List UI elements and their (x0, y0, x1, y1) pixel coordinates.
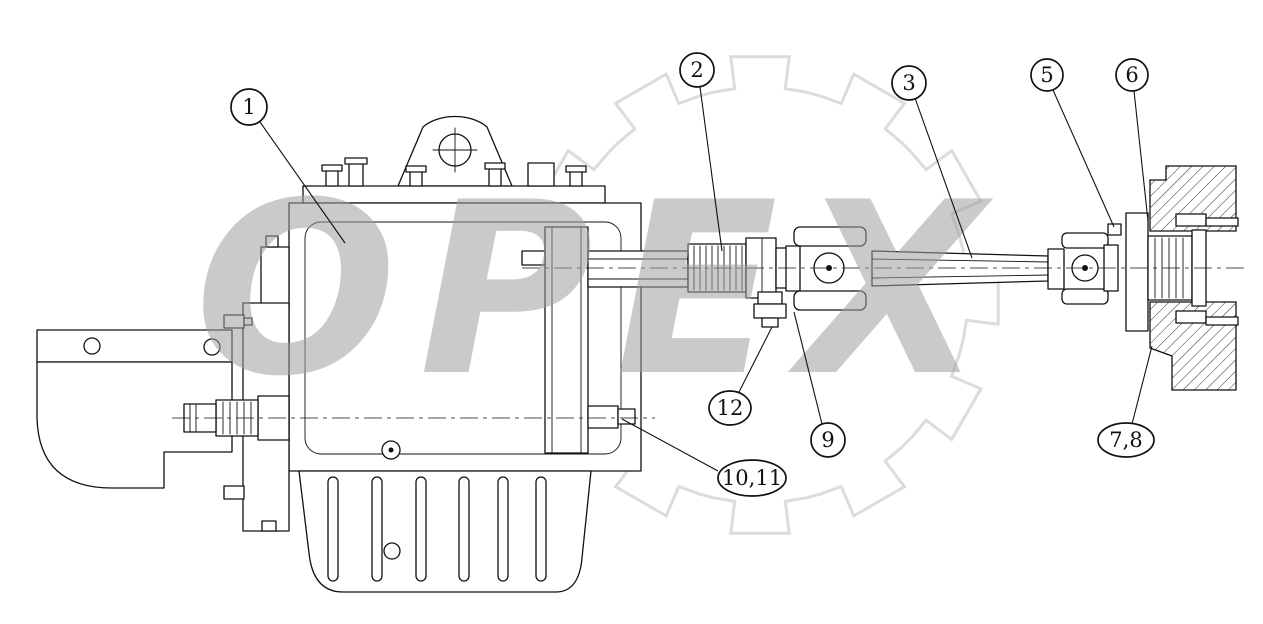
callout-balloon-10-11: 10,11 (717, 459, 787, 497)
housing-contour (304, 221, 622, 455)
universal-joint-front (785, 226, 867, 311)
sump (298, 470, 592, 593)
lock-bolt-stack (753, 291, 787, 328)
drive-shaft-assembly (687, 226, 1119, 328)
callout-balloon-2: 2 (679, 52, 715, 88)
opex-watermark: OPEX (195, 152, 1006, 429)
flange-plate (1125, 212, 1149, 332)
key-block (1107, 223, 1122, 236)
callout-balloon-6: 6 (1115, 58, 1149, 92)
flange-studs (1175, 213, 1239, 326)
callout-balloon-5: 5 (1030, 58, 1064, 92)
cooling-fins (327, 476, 547, 582)
callout-label-12: 12 (717, 396, 744, 420)
callout-label-2: 2 (690, 58, 703, 82)
callout-balloon-3: 3 (891, 65, 927, 101)
callout-balloon-1: 1 (230, 88, 268, 126)
lower-stub-bolt (617, 408, 636, 425)
callout-label-7-8: 7,8 (1109, 428, 1142, 452)
wall-hatch-top (1149, 165, 1237, 232)
mounting-bracket (36, 361, 233, 489)
callout-label-3: 3 (902, 71, 915, 95)
output-shaft (587, 250, 689, 288)
callout-label-9: 9 (821, 428, 834, 452)
callout-label-6: 6 (1125, 63, 1138, 87)
callout-label-1: 1 (242, 95, 255, 119)
leader-lines (259, 86, 1153, 472)
bracket-hole-left (83, 337, 101, 355)
callout-balloon-9: 9 (810, 422, 846, 458)
flange-bolt-bottom (223, 485, 245, 500)
bearing-bolt (521, 250, 546, 266)
propeller-shaft (871, 248, 1065, 290)
left-boss (260, 246, 290, 310)
top-bolts (321, 157, 587, 187)
sump-plug (383, 542, 401, 560)
callout-label-5: 5 (1040, 63, 1053, 87)
callout-balloon-12: 12 (708, 390, 752, 426)
callout-label-10-11: 10,11 (722, 466, 782, 490)
bracket-hole-right (203, 338, 221, 356)
mounting-arm (36, 329, 233, 363)
callout-balloon-7-8: 7,8 (1097, 422, 1155, 458)
universal-joint-rear (1061, 232, 1119, 305)
gearbox-assembly (36, 115, 689, 593)
